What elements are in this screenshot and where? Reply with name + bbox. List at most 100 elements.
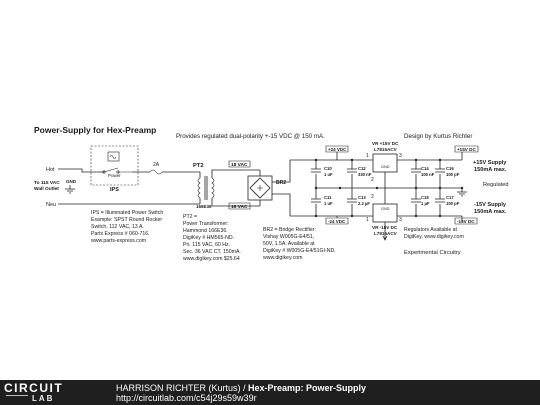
rail-pos24-label: +24 VDC — [328, 147, 347, 152]
transformer-part: 166E36 — [196, 204, 212, 209]
c13-value: 2.2 µF — [358, 201, 370, 206]
outlet-label-1: To 115 VAC — [34, 180, 60, 186]
author-name[interactable]: HARRISON RICHTER (Kurtus) — [116, 383, 241, 393]
regulator-note: Regulators Available at DigiKey, www.dig… — [404, 227, 464, 240]
out-neg-desc-2: 150mA max. — [474, 209, 507, 215]
rail-pos24-tag — [325, 145, 349, 153]
regulated-label: Regulated — [483, 182, 509, 188]
power-switch-button: Power — [108, 173, 121, 178]
svg-text:Example: SPST Round Rocker: Example: SPST Round Rocker — [91, 217, 162, 223]
svg-text:50V, 1.5A. Available at: 50V, 1.5A. Available at — [263, 241, 315, 247]
c11-value: 1 uF — [324, 201, 333, 206]
vr-pos-gnd: GND — [381, 165, 390, 169]
bridge-label: BR2 — [276, 180, 286, 186]
bridge-rectifier-box — [247, 175, 273, 201]
credit-separator: / — [240, 383, 249, 393]
c16-value: 100 pF — [446, 172, 460, 177]
vr-pos-pin3: 3 — [399, 153, 402, 159]
neu-label: Neu — [46, 202, 56, 208]
vr-pos-body — [372, 153, 398, 173]
rail-neg24-tag — [325, 217, 349, 225]
out-neg-tag — [454, 217, 478, 225]
page-title: Power-Supply for Hex-Preamp — [34, 125, 156, 135]
capacitor-c15 — [411, 188, 421, 216]
c13-ref: C13 — [358, 195, 366, 200]
vr-neg-line2: L7915ACV — [374, 231, 398, 236]
svg-text:IPS = Illuminated Power Switch: IPS = Illuminated Power Switch — [91, 210, 163, 216]
vr-neg-pin1: 1 — [366, 217, 369, 223]
vr-neg-pin2: 2 — [371, 194, 374, 200]
vac-top-label: 18 VAC — [231, 162, 248, 168]
circuitlab-logo[interactable]: CIRCUIT LAB — [4, 382, 66, 403]
vr-neg-pin3: 3 — [399, 217, 402, 223]
capacitor-c17 — [435, 188, 445, 216]
svg-text:www.parts-express.com: www.parts-express.com — [91, 238, 146, 244]
svg-text:Power Transformer:: Power Transformer: — [183, 221, 229, 227]
c15-value: 1 µF — [421, 201, 430, 206]
power-switch-box — [90, 145, 139, 186]
vac-bot-tag-box — [228, 202, 251, 210]
subtitle: Provides regulated dual-polarity +-15 VD… — [176, 133, 325, 140]
out-neg-desc-1: -15V Supply — [474, 202, 507, 208]
svg-text:PT2 =: PT2 = — [183, 214, 197, 220]
vr-pos-line2: L7815ACV — [374, 147, 398, 152]
fuse-symbol — [149, 169, 163, 175]
svg-text:DigiKey # HM565-ND.: DigiKey # HM565-ND. — [183, 235, 234, 241]
svg-text:BR2 = Bridge Rectifier:: BR2 = Bridge Rectifier: — [263, 227, 316, 233]
svg-text:Switch, 112 VAC, 13 A.: Switch, 112 VAC, 13 A. — [91, 224, 144, 230]
rail-neg24-label: -24 VDC — [328, 219, 346, 224]
ips-note: IPS = Illuminated Power Switch Example: … — [91, 210, 163, 244]
hot-wire — [58, 168, 104, 173]
power-lamp — [107, 151, 120, 162]
outlet-label-2: Wall Outlet — [34, 186, 59, 192]
transformer-label: PT2 — [193, 163, 204, 169]
vr-pos-line1: VR +15V DC — [372, 141, 399, 146]
out-pos-desc-2: 150mA max. — [474, 167, 507, 173]
capacitor-c16 — [435, 160, 445, 188]
vac-bot-label: 18 VAC — [231, 204, 248, 210]
c12-value: 330 nF — [358, 172, 372, 177]
svg-text:Sec. 36 VAC CT, 150mA.: Sec. 36 VAC CT, 150mA. — [183, 249, 241, 255]
capacitor-c14 — [411, 160, 421, 188]
c17-ref: C17 — [446, 195, 454, 200]
capacitor-c13 — [347, 188, 357, 216]
svg-text:DigiKey # W005G-E4/51GI-ND.: DigiKey # W005G-E4/51GI-ND. — [263, 248, 336, 254]
ground-symbol-output — [457, 188, 467, 197]
svg-text:Parts Express # 060-716.: Parts Express # 060-716. — [91, 231, 150, 237]
designer-credit: Design by Kurtus Richter — [404, 133, 472, 140]
svg-text:Hammond 166E36.: Hammond 166E36. — [183, 228, 228, 234]
svg-text:Regulators Available at: Regulators Available at — [404, 227, 458, 233]
c14-ref: C14 — [421, 166, 429, 171]
logo-text-circuit: CIRCUIT — [4, 381, 64, 395]
svg-text:Pri. 115 VAC, 60 Hz.: Pri. 115 VAC, 60 Hz. — [183, 242, 230, 248]
vr-neg-output-arrow — [382, 222, 388, 241]
hot-label: Hot — [46, 167, 55, 173]
c11-ref: C11 — [324, 195, 332, 200]
svg-text:www.digikey.com: www.digikey.com — [263, 255, 302, 261]
c10-value: 1 uF — [324, 172, 333, 177]
c16-ref: C16 — [446, 166, 454, 171]
logo-trace-icon — [6, 395, 28, 402]
pt2-note: PT2 = Power Transformer: Hammond 166E36.… — [183, 214, 241, 262]
schematic-canvas: Power-Supply for Hex-Preamp Provides reg… — [34, 125, 509, 262]
footer-url[interactable]: http://circuitlab.com/c54j29s59w39r — [116, 393, 257, 403]
c12-ref: C12 — [358, 166, 366, 171]
experimental-note: Experimental Circuitry — [404, 250, 461, 256]
vr-pos-pin2: 2 — [371, 177, 374, 183]
project-name[interactable]: Hex-Preamp: Power-Supply — [248, 383, 367, 393]
out-neg-label: -15V DC — [457, 219, 475, 224]
out-pos-label: +15V DC — [457, 147, 476, 152]
switch-label: IPS — [110, 187, 119, 193]
capacitor-c11 — [311, 188, 321, 216]
svg-text:www.digikey.com $25.64: www.digikey.com $25.64 — [183, 256, 240, 262]
capacitor-c10 — [311, 160, 321, 188]
capacitor-c12 — [347, 160, 357, 188]
fuse-label: 2A — [153, 162, 160, 168]
c10-ref: C10 — [324, 166, 332, 171]
svg-text:Vishay W005G-E4/51,: Vishay W005G-E4/51, — [263, 234, 314, 240]
bridge-diamond — [249, 177, 271, 199]
ground-symbol-input — [65, 185, 75, 194]
footer-credit: HARRISON RICHTER (Kurtus) / Hex-Preamp: … — [116, 383, 366, 393]
logo-text-lab: LAB — [32, 394, 55, 403]
vr-pos-pin1: 1 — [366, 153, 369, 159]
